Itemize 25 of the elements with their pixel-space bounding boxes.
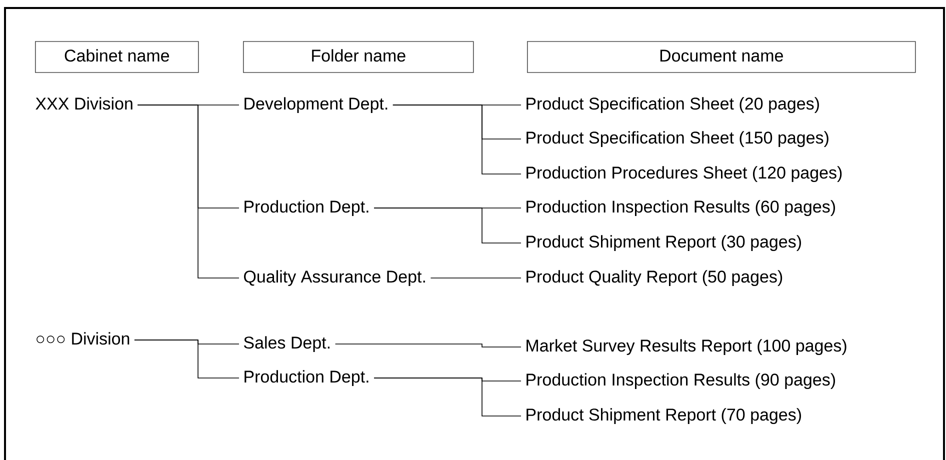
folder-label: Development Dept. [244, 97, 388, 114]
column-header: Cabinet name [35, 41, 199, 73]
connector-line [334, 344, 522, 348]
connector-line [137, 104, 240, 278]
folder-label: Quality Assurance Dept. [244, 270, 425, 286]
folder-label: Sales Dept. [244, 336, 330, 352]
document-label: Product Quality Report (50 pages) [526, 270, 782, 286]
folder-label: Production Dept. [244, 200, 368, 216]
document-label: Product Specification Sheet (150 pages) [526, 131, 828, 148]
document-label: Product Specification Sheet (20 pages) [526, 97, 819, 114]
connector-line [374, 378, 522, 416]
folder-label: Production Dept. [244, 370, 368, 386]
document-label: Production Inspection Results (90 pages) [526, 373, 835, 390]
cabinet-label: ○○○ Division [36, 332, 130, 345]
document-label: Market Survey Results Report (100 pages) [526, 339, 846, 356]
connector-line [392, 104, 522, 174]
document-label: Production Inspection Results (60 pages) [526, 200, 835, 216]
connector-line [374, 208, 522, 244]
document-label: Product Shipment Report (30 pages) [526, 235, 801, 252]
document-label: Production Procedures Sheet (120 pages) [526, 166, 842, 182]
column-header: Document name [527, 41, 916, 73]
column-header: Folder name [243, 41, 474, 73]
connector-line [134, 340, 240, 378]
document-label: Product Shipment Report (70 pages) [526, 408, 801, 424]
cabinet-label: XXX Division [36, 97, 132, 110]
